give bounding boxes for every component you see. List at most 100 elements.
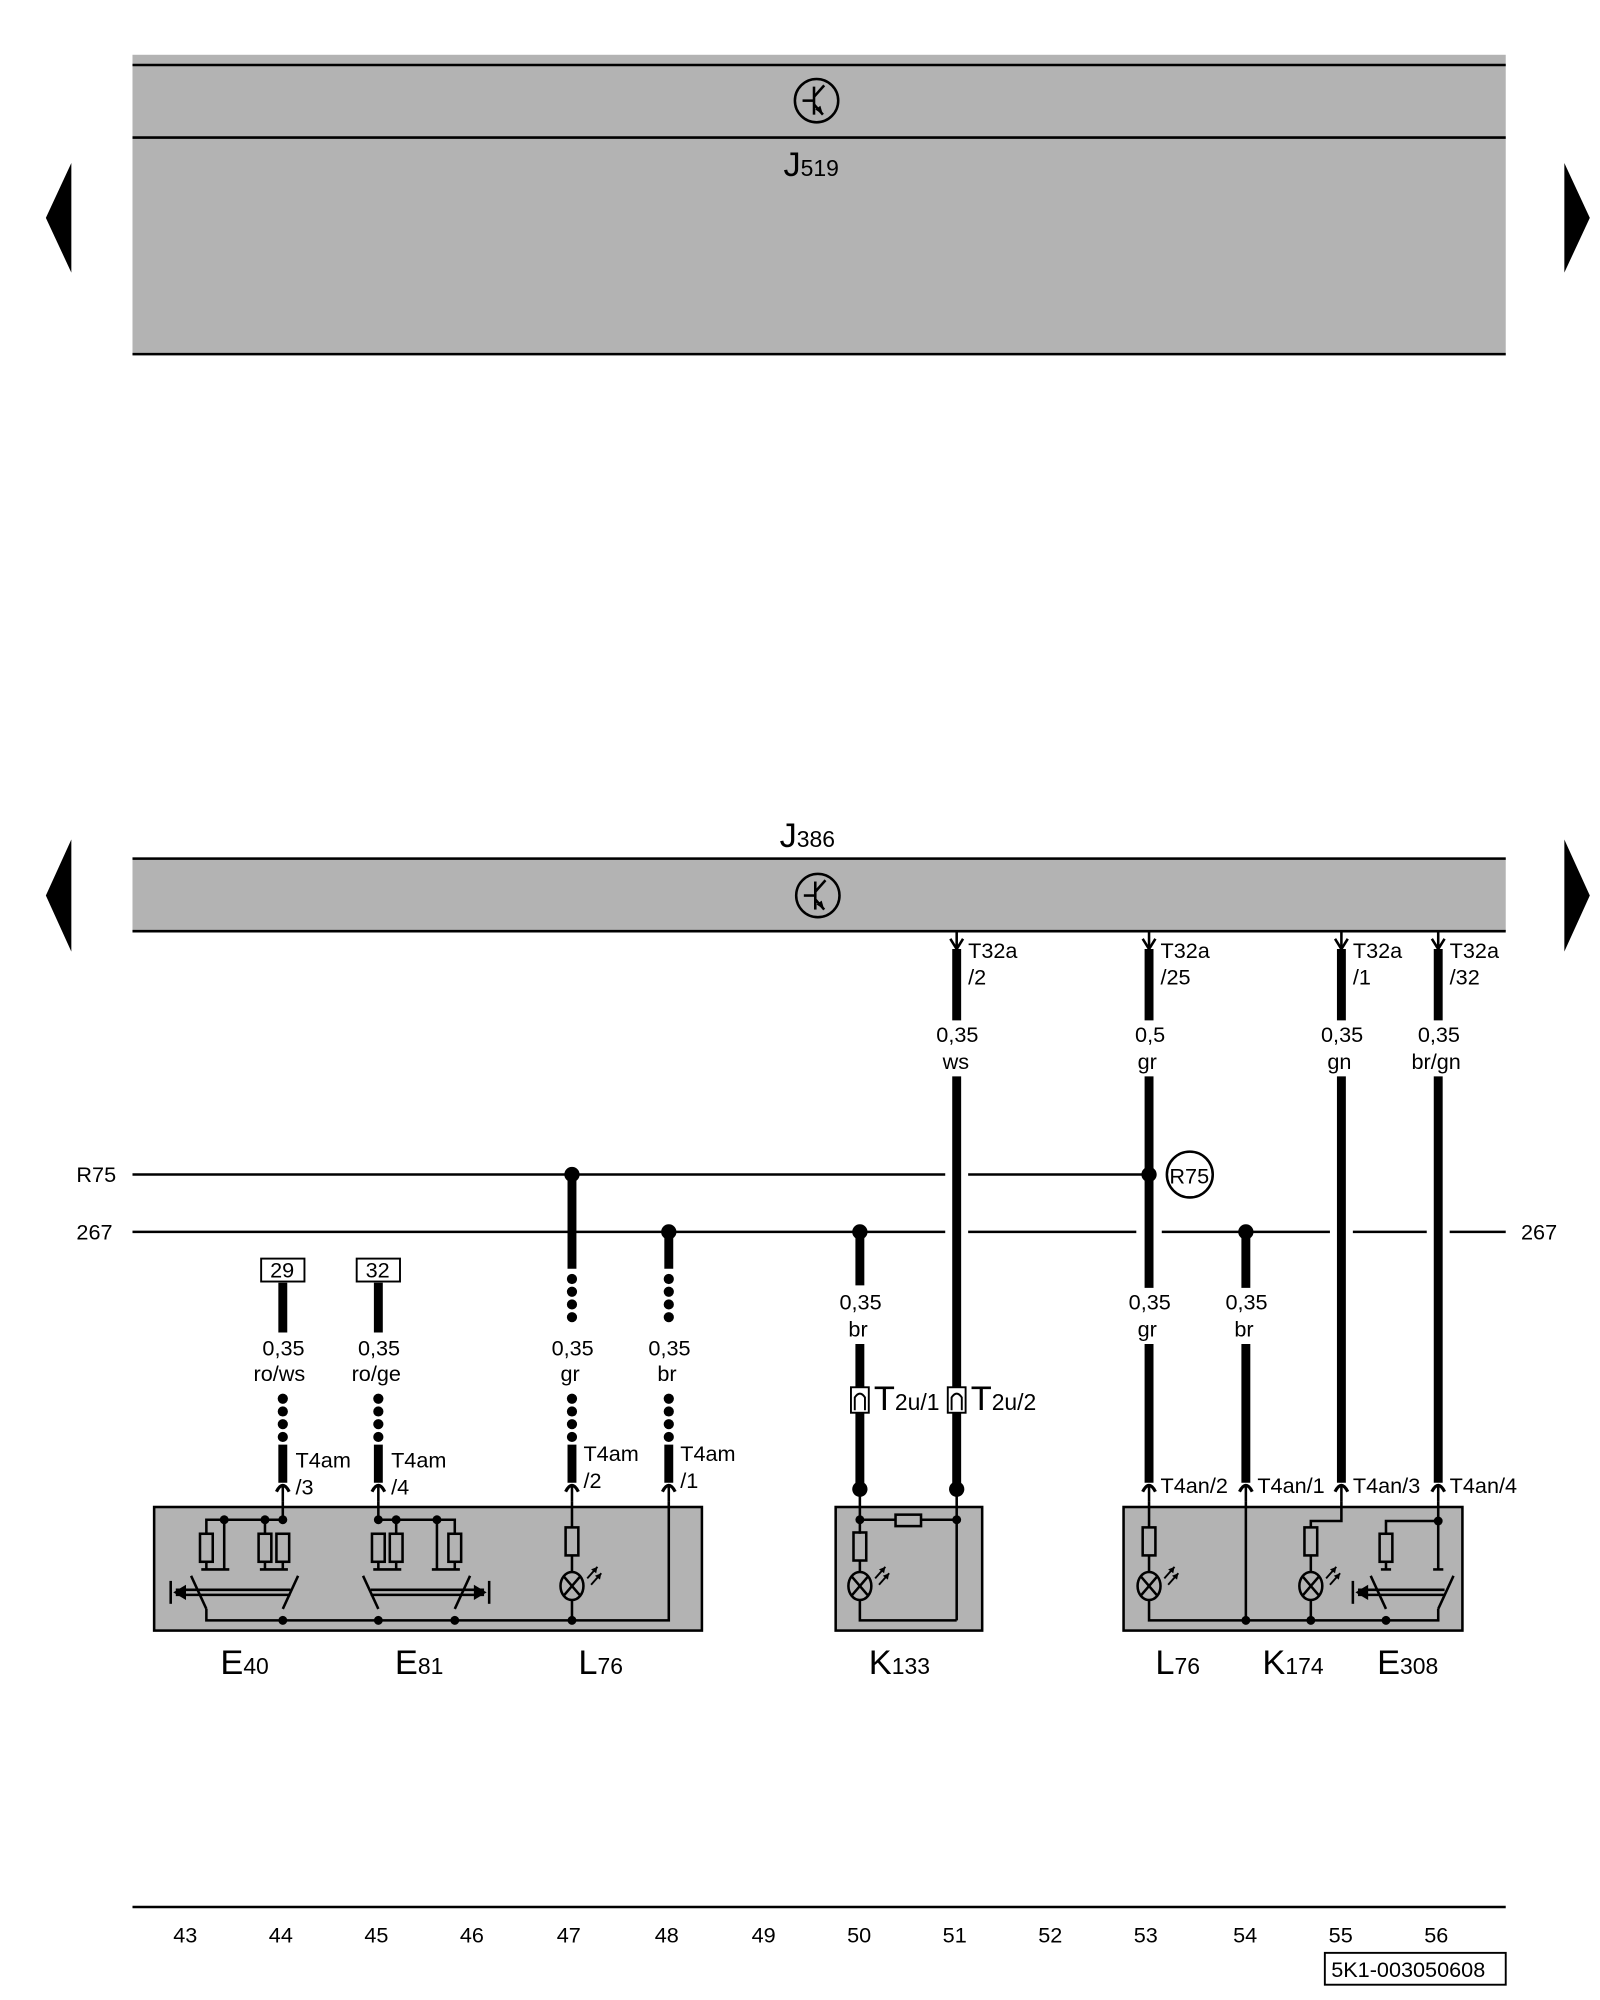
svg-text:gn: gn xyxy=(1327,1049,1351,1074)
svg-text:53: 53 xyxy=(1134,1923,1158,1948)
svg-text:0,35: 0,35 xyxy=(1418,1022,1460,1047)
svg-text:54: 54 xyxy=(1233,1923,1257,1948)
component-label-l76: L76 xyxy=(578,1644,623,1682)
prev-page-arrow-top[interactable] xyxy=(45,163,72,273)
svg-text:br: br xyxy=(848,1316,867,1341)
component-label-k174: K174 xyxy=(1262,1644,1323,1682)
svg-text:0,5: 0,5 xyxy=(1135,1022,1165,1047)
svg-text:T4an/2: T4an/2 xyxy=(1161,1473,1228,1498)
connector-label: T2u/1 xyxy=(874,1380,940,1418)
fuse-box xyxy=(355,1257,401,1283)
grid-numbering: 43 44 45 46 47 48 49 50 51 52 53 54 55 5… xyxy=(132,1905,1506,1948)
svg-text:43: 43 xyxy=(173,1923,197,1948)
svg-text:R75: R75 xyxy=(1169,1163,1209,1188)
bus-267: 267 267 xyxy=(76,1219,1557,1244)
connector-icon xyxy=(946,1386,967,1414)
svg-text:0,35: 0,35 xyxy=(358,1335,400,1360)
svg-text:R75: R75 xyxy=(76,1162,116,1187)
module-label: J519 xyxy=(783,146,838,184)
component-label-e81: E81 xyxy=(395,1644,443,1682)
prev-page-arrow-bottom[interactable] xyxy=(45,839,72,952)
component-box-e40-e81-l76 xyxy=(152,1501,704,1632)
svg-text:T4an/1: T4an/1 xyxy=(1257,1473,1324,1498)
svg-text:29: 29 xyxy=(270,1258,294,1283)
component-box-k133 xyxy=(834,1489,984,1632)
svg-text:0,35: 0,35 xyxy=(648,1335,690,1360)
svg-text:T32a: T32a xyxy=(1450,938,1500,963)
component-label-k133: K133 xyxy=(869,1644,930,1682)
fuse-box xyxy=(260,1257,306,1283)
next-page-arrow-top[interactable] xyxy=(1564,163,1590,273)
component-label-l76: L76 xyxy=(1155,1644,1200,1682)
wire-48: 0,35 br T4am /1 xyxy=(648,1231,736,1504)
wire-53: T32a /25 0,5 gr 0,35 gr T4an/2 xyxy=(1129,929,1228,1504)
wire-44: 29 0,35 ro/ws T4am /3 xyxy=(254,1257,351,1504)
svg-text:T32a: T32a xyxy=(968,938,1018,963)
svg-text:gr: gr xyxy=(1138,1316,1157,1341)
svg-text:32: 32 xyxy=(366,1258,390,1283)
svg-text:5K1-003050608: 5K1-003050608 xyxy=(1331,1957,1485,1982)
svg-text:46: 46 xyxy=(460,1923,484,1948)
svg-text:T4am: T4am xyxy=(296,1448,351,1473)
svg-text:45: 45 xyxy=(364,1923,388,1948)
svg-text:T4an/3: T4an/3 xyxy=(1353,1473,1420,1498)
svg-text:gr: gr xyxy=(1138,1049,1157,1074)
svg-text:T4am: T4am xyxy=(583,1441,638,1466)
svg-text:0,35: 0,35 xyxy=(262,1335,304,1360)
svg-text:/4: /4 xyxy=(391,1474,409,1499)
svg-text:/2: /2 xyxy=(968,965,986,990)
svg-text:55: 55 xyxy=(1329,1923,1353,1948)
svg-text:47: 47 xyxy=(557,1923,581,1948)
svg-text:ro/ge: ro/ge xyxy=(352,1361,401,1386)
svg-text:0,35: 0,35 xyxy=(552,1335,594,1360)
wire-45: 32 0,35 ro/ge T4am /4 xyxy=(352,1257,446,1504)
svg-text:T32a: T32a xyxy=(1353,938,1403,963)
svg-text:br: br xyxy=(657,1361,676,1386)
component-box-l76-k174-e308 xyxy=(1122,1501,1464,1632)
svg-text:0,35: 0,35 xyxy=(1129,1290,1171,1315)
svg-text:ro/ws: ro/ws xyxy=(254,1361,306,1386)
svg-text:49: 49 xyxy=(752,1923,776,1948)
module-j386: J386 xyxy=(132,817,1506,933)
svg-text:56: 56 xyxy=(1424,1923,1448,1948)
svg-text:gr: gr xyxy=(561,1361,580,1386)
reference-number: 5K1-003050608 xyxy=(1323,1951,1507,1986)
svg-text:48: 48 xyxy=(655,1923,679,1948)
svg-text:44: 44 xyxy=(269,1923,293,1948)
svg-text:50: 50 xyxy=(847,1923,871,1948)
svg-text:0,35: 0,35 xyxy=(1321,1022,1363,1047)
svg-text:51: 51 xyxy=(943,1923,967,1948)
svg-text:br: br xyxy=(1234,1316,1253,1341)
r75-marker xyxy=(1165,1150,1215,1199)
svg-text:/3: /3 xyxy=(296,1474,314,1499)
svg-text:267: 267 xyxy=(1521,1219,1557,1244)
svg-text:0,35: 0,35 xyxy=(936,1022,978,1047)
svg-text:267: 267 xyxy=(76,1219,112,1244)
svg-text:/2: /2 xyxy=(583,1468,601,1493)
wire-47: 0,35 gr T4am /2 xyxy=(552,1174,639,1504)
svg-text:br/gn: br/gn xyxy=(1411,1049,1460,1074)
connector-icon xyxy=(850,1386,870,1414)
svg-text:T4an/4: T4an/4 xyxy=(1450,1473,1517,1498)
svg-text:T4am: T4am xyxy=(680,1441,735,1466)
component-label-e308: E308 xyxy=(1377,1644,1438,1682)
svg-text:0,35: 0,35 xyxy=(839,1290,881,1315)
svg-text:/1: /1 xyxy=(680,1468,698,1493)
bus-r75: R75 R75 xyxy=(76,1150,1215,1199)
svg-text:/25: /25 xyxy=(1161,965,1191,990)
wire-51: T32a /2 0,35 ws T2u/2 xyxy=(936,929,1037,1497)
svg-text:/1: /1 xyxy=(1353,965,1371,990)
wire-54: 0,35 br T4an/1 xyxy=(1225,1231,1325,1504)
svg-text:ws: ws xyxy=(942,1049,970,1074)
wire-56: T32a /32 0,35 br/gn T4an/4 xyxy=(1411,929,1517,1504)
connector-label: T2u/2 xyxy=(971,1380,1037,1418)
wire-50: 0,35 br T2u/1 xyxy=(839,1231,940,1497)
wire-55: T32a /1 0,35 gn T4an/3 xyxy=(1321,929,1420,1504)
component-label-e40: E40 xyxy=(220,1644,268,1682)
svg-text:/32: /32 xyxy=(1450,965,1480,990)
next-page-arrow-bottom[interactable] xyxy=(1564,839,1590,952)
svg-text:T32a: T32a xyxy=(1161,938,1211,963)
module-j519: J519 xyxy=(132,54,1506,356)
svg-text:0,35: 0,35 xyxy=(1225,1290,1267,1315)
